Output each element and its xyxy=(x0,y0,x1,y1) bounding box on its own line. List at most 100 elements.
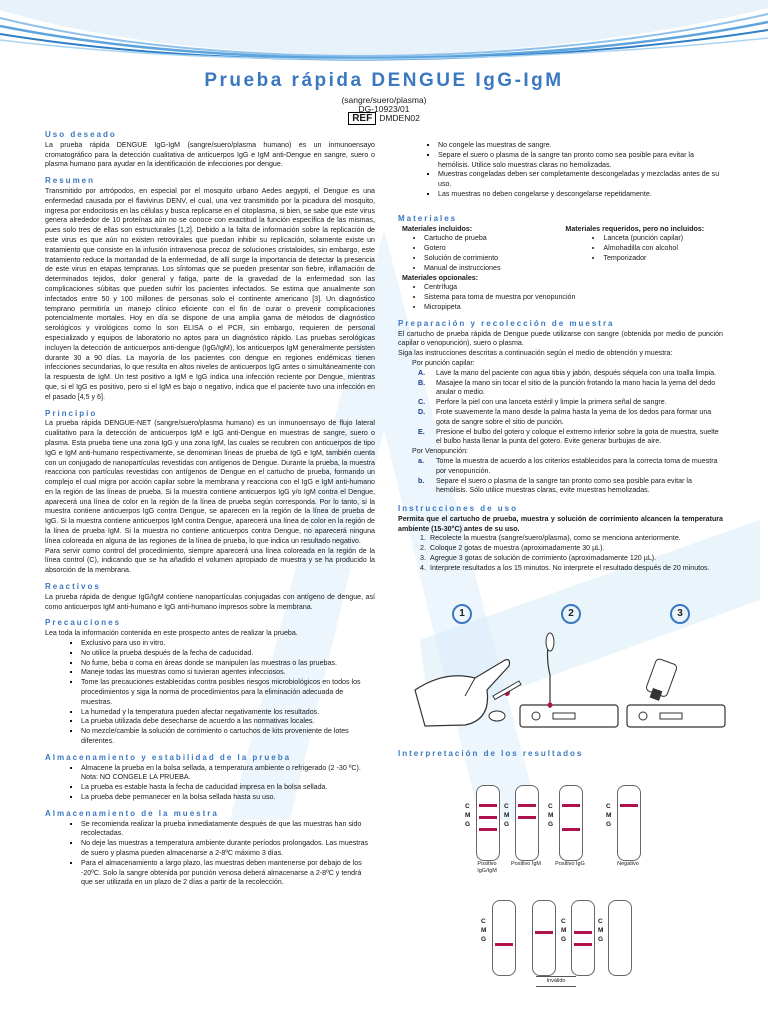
principio-text-2: Para servir como control del procedimien… xyxy=(45,546,375,575)
almacenamiento-muestra-list: Se recomienda realizar la prueba inmedia… xyxy=(45,820,375,889)
list-item: b.Separe el suero o plasma de la sangre … xyxy=(418,476,692,495)
materiales-opcionales-list: Centrífuga Sistema para toma de muestra … xyxy=(398,283,723,312)
materiales-requeridos-title: Materiales requeridos, pero no incluidos… xyxy=(565,224,705,233)
capilar-title: Por punción capilar: xyxy=(412,358,475,367)
almacenamiento-prueba-list: Almacene la prueba en la bolsa sellada, … xyxy=(45,764,375,803)
reactivos-heading: Reactivos xyxy=(45,582,101,592)
result-strip-positive-igm xyxy=(515,785,539,861)
control-band xyxy=(479,804,497,807)
result-strip-invalid-4 xyxy=(608,900,632,976)
control-band xyxy=(562,804,580,807)
control-band xyxy=(518,804,536,807)
principio-heading: Principio xyxy=(45,408,98,418)
list-item: Almacene la prueba en la bolsa sellada, … xyxy=(81,764,375,784)
materiales-requeridos-list: Lanceta (punción capilar) Almohadilla co… xyxy=(565,234,723,263)
list-item: Sistema para toma de muestra por venopun… xyxy=(424,293,723,303)
list-item: A.Lave la mano del paciente con agua tib… xyxy=(418,368,717,377)
right-column: No congele las muestras de sangre. Separ… xyxy=(398,141,723,574)
list-item: Micropipeta xyxy=(424,303,723,313)
igm-band xyxy=(518,816,536,819)
igg-band xyxy=(562,828,580,831)
result-strip-positive-igg xyxy=(559,785,583,861)
list-item: Exclusivo para uso in vitro. xyxy=(81,639,375,649)
left-column: Uso deseado La prueba rápida DENGUE IgG-… xyxy=(45,130,375,888)
uso-heading: Uso deseado xyxy=(45,130,117,139)
result-strip-positive-igg-igm xyxy=(476,785,500,861)
result-strip-invalid-2 xyxy=(532,900,556,976)
list-item: D.Frote suavemente la mano desde la palm… xyxy=(418,407,712,426)
list-item: B.Masajee la mano sin tocar el sitio de … xyxy=(418,378,716,397)
caption-positive-igg: Positivo IgG xyxy=(555,861,585,867)
list-item: No utilice la prueba después de la fecha… xyxy=(81,649,375,659)
list-item: La humedad y la temperatura pueden afect… xyxy=(81,708,375,718)
caption-positive-igm: Positivo IgM xyxy=(511,861,541,867)
caption-negative: Negativo xyxy=(617,861,639,867)
materiales-opcionales-title: Materiales opcionales: xyxy=(402,273,479,282)
veno-steps: a.Tome la muestra de acuerdo a los crite… xyxy=(398,457,723,496)
materiales-block: Materiales incluidos: Cartucho de prueba… xyxy=(398,225,723,274)
result-strip-negative xyxy=(617,785,641,861)
igm-band xyxy=(535,931,553,934)
ref-label: REF xyxy=(348,112,377,125)
cassette-sample-illustration xyxy=(519,632,619,728)
list-item: No deje las muestras a temperatura ambie… xyxy=(81,839,375,859)
almacenamiento-prueba-heading: Almacenamiento y estabilidad de la prueb… xyxy=(45,752,292,762)
caption-invalid: Inválido xyxy=(536,976,576,987)
procedure-illustrations xyxy=(414,632,726,728)
materiales-incluidos-title: Materiales incluidos: xyxy=(402,224,473,233)
precauciones-intro: Lea toda la información contenida en est… xyxy=(45,629,298,638)
list-item: Para el almacenamiento a largo plazo, la… xyxy=(81,859,375,888)
document-code: DG-10923/01 xyxy=(358,104,410,114)
list-item: La prueba utilizada debe desecharse de a… xyxy=(81,717,375,727)
list-item: Muestras congeladas deben ser completame… xyxy=(438,170,723,190)
control-band xyxy=(620,804,638,807)
cassette-buffer-illustration xyxy=(626,658,726,728)
list-item: 1.Recolecte la muestra (sangre/suero/pla… xyxy=(420,534,681,543)
list-item: Tome las precauciones establecidas contr… xyxy=(81,678,375,707)
list-item: 3.Agregue 3 gotas de solución de corrimi… xyxy=(420,554,657,563)
preparacion-text: El cartucho de prueba rápida de Dengue p… xyxy=(398,329,723,348)
instrucciones-bold-text: Permita que el cartucho de prueba, muest… xyxy=(398,514,723,533)
list-item: La prueba debe permanecer en la bolsa se… xyxy=(81,793,375,803)
list-item: Centrífuga xyxy=(424,283,723,293)
igm-band xyxy=(479,816,497,819)
list-item: Almohadilla con alcohol xyxy=(603,244,723,254)
result-strip-invalid-1 xyxy=(492,900,516,976)
resumen-heading: Resumen xyxy=(45,176,96,186)
list-item: a.Tome la muestra de acuerdo a los crite… xyxy=(418,456,718,475)
list-item: Manual de instrucciones xyxy=(424,264,565,274)
list-item: Gotero xyxy=(424,244,565,254)
materiales-incluidos-list: Cartucho de prueba Gotero Solución de co… xyxy=(398,234,565,273)
result-strip-invalid-3 xyxy=(571,900,595,976)
reactivos-text: La prueba rápida de dengue IgG/IgM conti… xyxy=(45,592,375,611)
caption-positive-igg-igm: Positivo IgG/IgM xyxy=(477,861,497,874)
list-item: 2.Coloque 2 gotas de muestra (aproximada… xyxy=(420,544,605,553)
list-item: No mezcle/cambie la solución de corrimie… xyxy=(81,727,375,747)
list-item: C.Perfore la piel con una lanceta estéri… xyxy=(418,398,667,407)
list-item: Lanceta (punción capilar) xyxy=(603,234,723,244)
list-item: La prueba es estable hasta la fecha de c… xyxy=(81,783,375,793)
step-3-circle: 3 xyxy=(670,604,690,624)
step-2-circle: 2 xyxy=(561,604,581,624)
list-item: Cartucho de prueba xyxy=(424,234,565,244)
igg-band xyxy=(495,943,513,946)
igg-band xyxy=(574,943,592,946)
almacenamiento-muestra-list-cont: No congele las muestras de sangre. Separ… xyxy=(398,141,723,200)
list-item: Se recomienda realizar la prueba inmedia… xyxy=(81,820,375,840)
sample-type: (sangre/suero/plasma) xyxy=(341,95,427,105)
principio-text: La prueba rápida DENGUE-NET (sangre/suer… xyxy=(45,419,375,545)
list-item: Las muestras no deben congelarse y desco… xyxy=(438,190,723,200)
precauciones-list: Exclusivo para uso in vitro. No utilice … xyxy=(45,639,375,747)
instrucciones-heading: Instrucciones de uso xyxy=(398,504,519,514)
header-swoosh-graphic xyxy=(0,0,768,61)
precauciones-heading: Precauciones xyxy=(45,618,122,628)
preparacion-text-2: Siga las instrucciones descritas a conti… xyxy=(398,349,673,358)
list-item: E.Presione el bulbo del gotero y coloque… xyxy=(418,427,719,446)
